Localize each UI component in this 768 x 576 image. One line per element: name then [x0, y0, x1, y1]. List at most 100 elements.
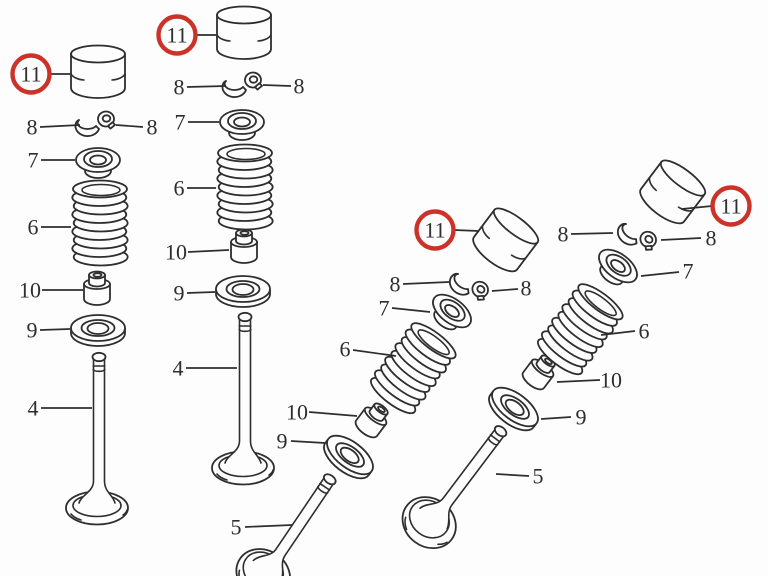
part-11-tappet-bucket [70, 44, 126, 99]
part-9-spring-seat [215, 275, 271, 308]
callout-leader-line [308, 411, 358, 417]
callout-leader-line [187, 249, 230, 253]
part-number-label: 10 [600, 368, 622, 393]
callout-8: 8 [660, 226, 717, 251]
callout-leader-line [681, 205, 713, 210]
part-number-label: 9 [174, 281, 185, 306]
callout-7: 7 [28, 148, 75, 173]
part-10-stem-seal [83, 270, 111, 306]
callout-11-circled: 11 [10, 53, 71, 95]
part-number-label: 10 [165, 240, 187, 265]
part-number-label: 5 [533, 464, 544, 489]
part-7-spring-retainer [75, 147, 121, 179]
callout-7: 7 [175, 110, 219, 135]
callout-4: 4 [28, 396, 92, 421]
callout-11-circled: 11 [681, 185, 752, 227]
part-number-label: 6 [174, 176, 185, 201]
callout-leader-line [186, 85, 227, 88]
callout-7: 7 [379, 296, 431, 321]
highlight-ring [10, 53, 52, 95]
callout-6: 6 [174, 176, 216, 201]
callout-6: 6 [28, 215, 71, 240]
part-8-valve-cotters [221, 71, 263, 98]
part-6-valve-spring [71, 179, 129, 267]
callout-11-circled: 11 [156, 14, 216, 56]
part-5-valve [391, 408, 525, 560]
part-number-label: 8 [147, 115, 158, 140]
callout-6: 6 [340, 337, 397, 362]
part-number-label: 8 [27, 115, 38, 140]
callout-leader-line [495, 473, 530, 477]
part-number-label: 8 [521, 276, 532, 301]
callout-leader-line [39, 124, 81, 128]
highlight-ring [156, 14, 198, 56]
callout-10: 10 [19, 278, 83, 303]
callout-leader-line [402, 281, 450, 285]
callout-5: 5 [231, 515, 293, 540]
part-number-label: 11 [20, 62, 41, 87]
callout-leader-line [540, 416, 572, 420]
part-4-valve [211, 311, 275, 486]
callout-8: 8 [491, 276, 532, 301]
part-number-label: 8 [706, 226, 717, 251]
part-number-label: 9 [27, 318, 38, 343]
part-number-label: 7 [175, 110, 186, 135]
callout-9: 9 [27, 318, 71, 343]
callout-leader-line [115, 124, 144, 128]
part-8-valve-cotters [74, 110, 116, 137]
part-number-label: 8 [294, 74, 305, 99]
callout-8: 8 [27, 115, 81, 140]
part-number-label: 5 [231, 515, 242, 540]
callout-9: 9 [277, 429, 326, 454]
highlight-ring [710, 185, 752, 227]
callout-9: 9 [174, 281, 216, 306]
part-number-label: 9 [576, 405, 587, 430]
callout-leader-line [186, 291, 216, 294]
highlight-ring [414, 209, 456, 251]
part-number-label: 11 [166, 23, 187, 48]
callout-leader-line [453, 229, 480, 232]
part-7-spring-retainer [219, 109, 265, 141]
callout-leader-line [352, 349, 397, 357]
callout-leader-line [491, 288, 519, 292]
part-number-label: 8 [390, 272, 401, 297]
part-number-label: 11 [720, 194, 741, 219]
part-8-valve-cotters [612, 214, 661, 260]
part-number-label: 8 [558, 222, 569, 247]
callout-11-circled: 11 [414, 209, 480, 251]
callout-4: 4 [173, 356, 237, 381]
callout-leader-line [660, 237, 702, 241]
callout-leader-line [39, 328, 71, 331]
part-number-label: 8 [174, 75, 185, 100]
callout-7: 7 [640, 259, 694, 284]
part-number-label: 4 [173, 356, 184, 381]
part-number-label: 9 [277, 429, 288, 454]
part-4-valve [65, 351, 129, 526]
part-9-spring-seat [70, 314, 126, 347]
part-6-valve-spring [216, 143, 274, 231]
part-10-stem-seal [351, 397, 395, 442]
callout-leader-line [570, 232, 614, 235]
callout-leader-line [290, 440, 326, 444]
callout-leader-line [391, 307, 431, 313]
callout-8: 8 [115, 115, 158, 140]
valve-assembly-1 [65, 44, 129, 526]
part-number-label: 4 [28, 396, 39, 421]
part-number-label: 11 [424, 218, 445, 243]
callout-9: 9 [540, 405, 587, 430]
callout-leader-line [556, 379, 601, 383]
callout-leader-line [262, 84, 292, 87]
part-11-tappet-bucket [634, 154, 711, 231]
callout-10: 10 [556, 368, 622, 393]
callout-8: 8 [390, 272, 450, 297]
part-7-spring-retainer [588, 242, 644, 295]
callout-5: 5 [495, 464, 544, 489]
part-number-label: 6 [28, 215, 39, 240]
callout-leader-line [600, 330, 636, 336]
callout-10: 10 [286, 400, 358, 425]
part-number-label: 10 [19, 278, 41, 303]
valve-assembly-2 [211, 5, 275, 486]
part-10-stem-seal [230, 228, 258, 264]
